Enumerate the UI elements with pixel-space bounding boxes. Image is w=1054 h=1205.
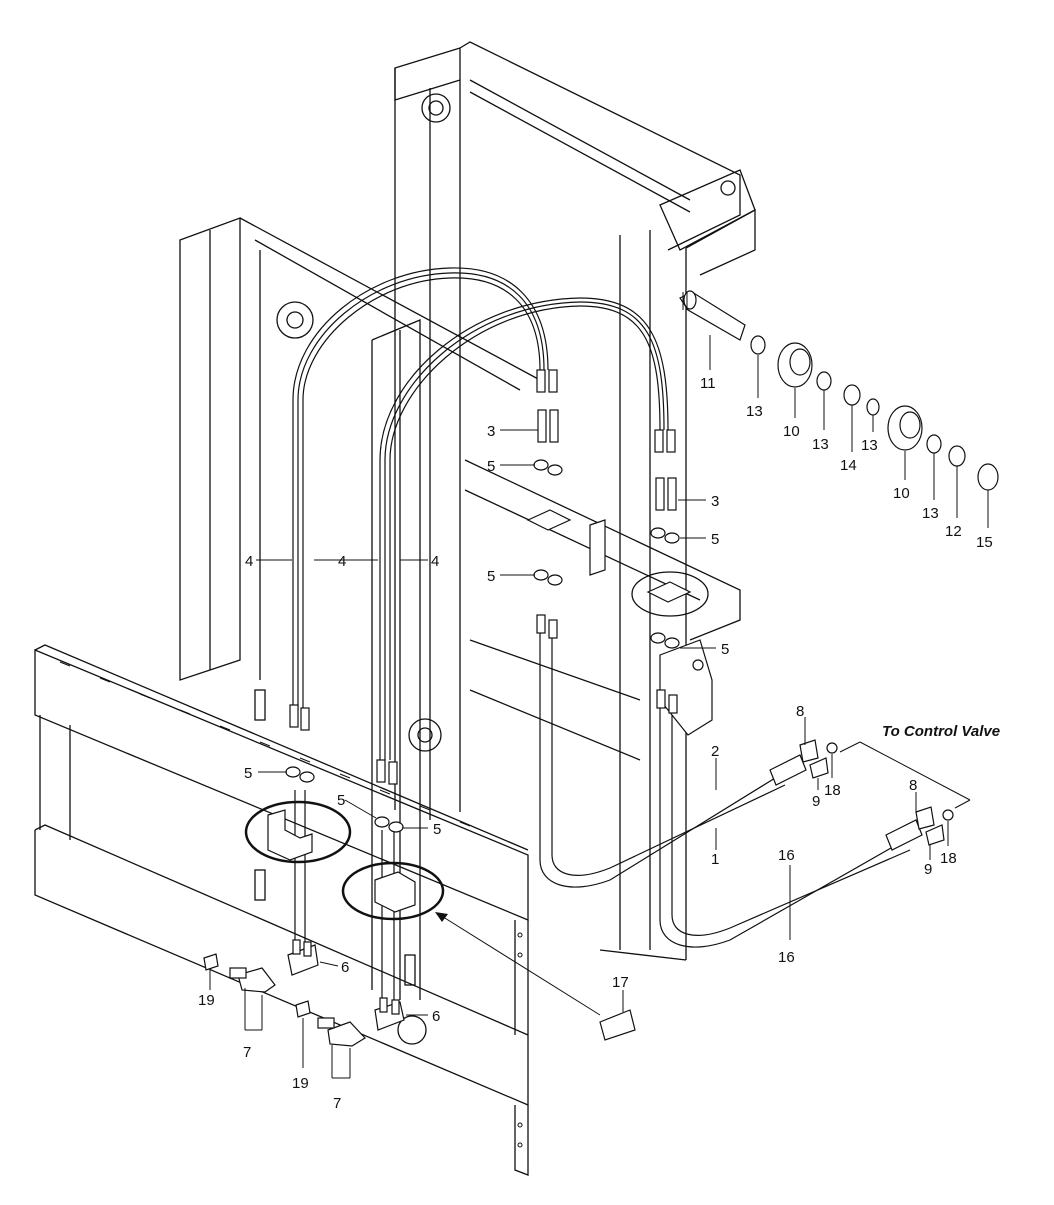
callout-5: 5: [487, 458, 495, 475]
callout-5: 5: [337, 792, 345, 809]
callout-labels: 4 4 4 3 5 5 3 5 5 5 5 5 2 1 6 6 7 7 19 1…: [198, 375, 993, 1112]
callout-2: 2: [711, 743, 719, 760]
callout-4: 4: [431, 553, 439, 570]
callout-5: 5: [433, 821, 441, 838]
callout-16: 16: [778, 949, 795, 966]
leader-lines: [209, 335, 989, 1079]
mast-frame: [179, 41, 756, 1045]
callout-1: 1: [711, 851, 719, 868]
callout-16: 16: [778, 847, 795, 864]
highlight-circle-right: [631, 571, 709, 617]
pulley-assembly: [679, 290, 999, 491]
callout-12: 12: [945, 523, 962, 540]
callout-5: 5: [711, 531, 719, 548]
callout-13: 13: [746, 403, 763, 420]
callout-13: 13: [812, 436, 829, 453]
callout-7: 7: [243, 1044, 251, 1061]
callout-4: 4: [245, 553, 253, 570]
callout-5: 5: [721, 641, 729, 658]
callout-10: 10: [893, 485, 910, 502]
highlight-circle-left: [244, 800, 352, 864]
callout-9: 9: [812, 793, 820, 810]
callout-17: 17: [612, 974, 629, 991]
callout-7: 7: [333, 1095, 341, 1112]
callout-10: 10: [783, 423, 800, 440]
callout-13: 13: [922, 505, 939, 522]
callout-14: 14: [840, 457, 857, 474]
callout-18: 18: [824, 782, 841, 799]
callout-11: 11: [700, 375, 716, 392]
callout-3: 3: [711, 493, 719, 510]
callout-6: 6: [432, 1008, 440, 1025]
hydraulic-hoses: [292, 267, 911, 1000]
callout-5: 5: [244, 765, 252, 782]
callout-5: 5: [487, 568, 495, 585]
fork-carriage: [34, 644, 529, 1176]
callout-8: 8: [909, 777, 917, 794]
callout-19: 19: [198, 992, 215, 1009]
highlight-circle-center: [341, 861, 445, 921]
callout-8: 8: [796, 703, 804, 720]
callout-19: 19: [292, 1075, 309, 1092]
callout-15: 15: [976, 534, 993, 551]
detail-highlights: [244, 571, 709, 1016]
callout-6: 6: [341, 959, 349, 976]
to-control-valve-title: To Control Valve: [882, 723, 1000, 740]
callout-4: 4: [338, 553, 346, 570]
callout-9: 9: [924, 861, 932, 878]
fittings: [203, 369, 954, 1047]
callout-13: 13: [861, 437, 878, 454]
callout-3: 3: [487, 423, 495, 440]
callout-18: 18: [940, 850, 957, 867]
